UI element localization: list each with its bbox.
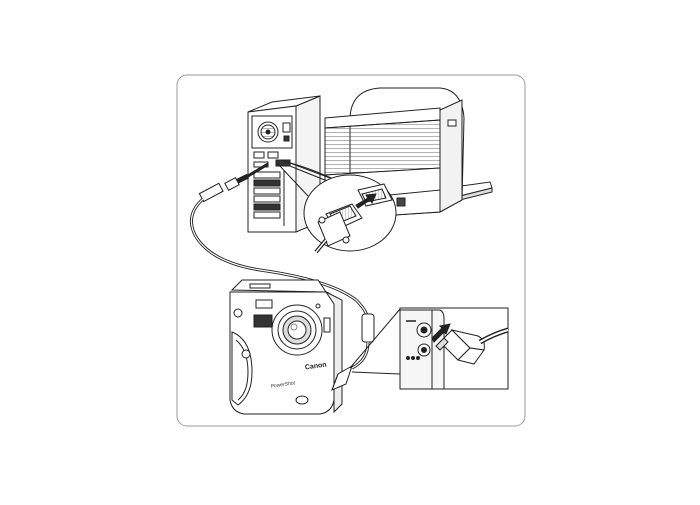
interface-cable (189, 162, 375, 370)
monitor-port (396, 197, 406, 207)
insert-arrow-icon (355, 193, 377, 209)
camera-brand-label: Canon (305, 362, 328, 372)
digital-camera (229, 279, 353, 415)
monitor-vent-grille (324, 119, 441, 176)
pc-tower (247, 95, 341, 233)
model-badge (295, 395, 309, 405)
camera-model-label: PowerShot (270, 380, 296, 389)
ferrite-core-camera (361, 313, 375, 343)
serial-connector-callout (277, 159, 397, 254)
insert-arrow-icon-2 (431, 323, 451, 343)
viewfinder-window (253, 314, 273, 328)
ferrite-core-pc (198, 182, 224, 203)
camera-port-callout (349, 307, 509, 390)
